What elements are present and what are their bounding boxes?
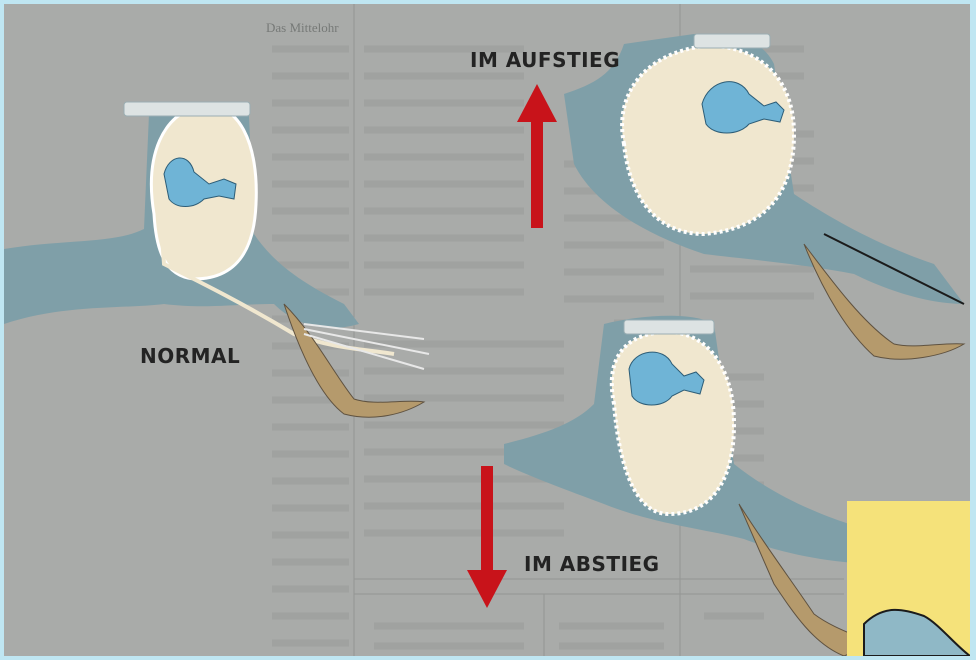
label-descent: IM ABSTIEG [524, 552, 660, 576]
descent-ear-illustration [504, 316, 884, 656]
ascent-ear-illustration [564, 34, 964, 359]
figure-frame: Das Mittelohr [4, 4, 970, 656]
inset-panel [847, 501, 970, 656]
label-normal: NORMAL [140, 344, 240, 368]
descent-arrow [467, 466, 507, 608]
label-ascent: IM AUFSTIEG [470, 48, 620, 72]
ear-diagram [4, 4, 970, 656]
